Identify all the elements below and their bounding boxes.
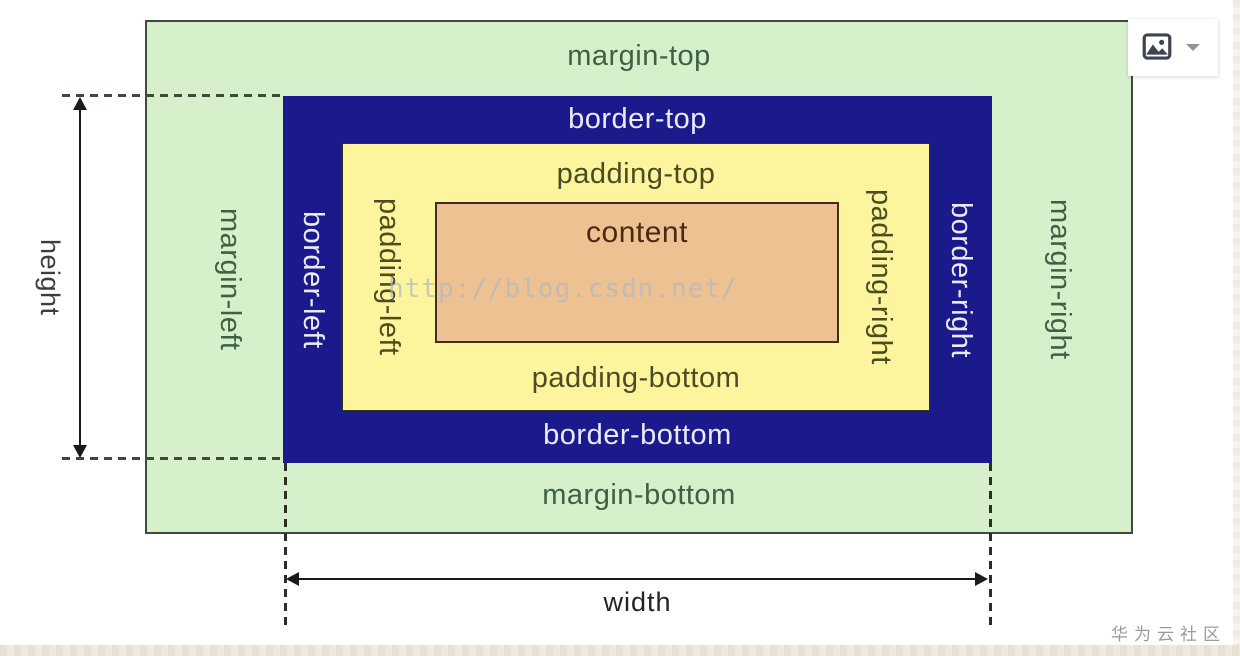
- width-arrow-line: [292, 578, 982, 580]
- page-edge-right: [1233, 0, 1240, 656]
- arrowhead-down-icon: [73, 445, 87, 458]
- padding-right-label: padding-right: [865, 189, 897, 365]
- margin-left-label: margin-left: [214, 208, 246, 351]
- image-dropdown-button[interactable]: [1185, 40, 1201, 56]
- content-area-box: [435, 202, 839, 343]
- border-right-label: border-right: [945, 201, 977, 358]
- padding-left-label: padding-left: [373, 198, 405, 356]
- image-toolbar: [1128, 19, 1218, 76]
- guide-dash-left: [284, 463, 287, 631]
- guide-dash-top: [62, 94, 284, 97]
- image-icon: [1142, 32, 1172, 63]
- border-top-label: border-top: [568, 103, 707, 135]
- padding-bottom-label: padding-bottom: [531, 362, 741, 394]
- height-arrow-line: [79, 103, 81, 452]
- border-bottom-label: border-bottom: [543, 419, 732, 451]
- community-badge: 华为云社区: [1111, 625, 1226, 644]
- border-left-label: border-left: [297, 210, 329, 349]
- margin-bottom-label: margin-bottom: [542, 479, 736, 511]
- arrowhead-right-icon: [975, 572, 988, 586]
- margin-top-label: margin-top: [567, 40, 711, 72]
- padding-top-label: padding-top: [556, 158, 716, 190]
- margin-right-label: margin-right: [1044, 199, 1076, 360]
- content-label: content: [586, 216, 688, 249]
- width-dimension-arrow: [286, 572, 988, 586]
- watermark-url: http://blog.csdn.net/: [388, 274, 738, 304]
- guide-dash-right: [989, 463, 992, 631]
- height-dimension-arrow: [73, 97, 87, 458]
- page-edge-bottom: [0, 645, 1240, 656]
- chevron-down-icon: [1186, 44, 1200, 51]
- image-options-button[interactable]: [1141, 32, 1173, 63]
- width-label: width: [603, 587, 672, 617]
- height-label: height: [35, 239, 65, 316]
- guide-dash-bottom: [62, 457, 284, 460]
